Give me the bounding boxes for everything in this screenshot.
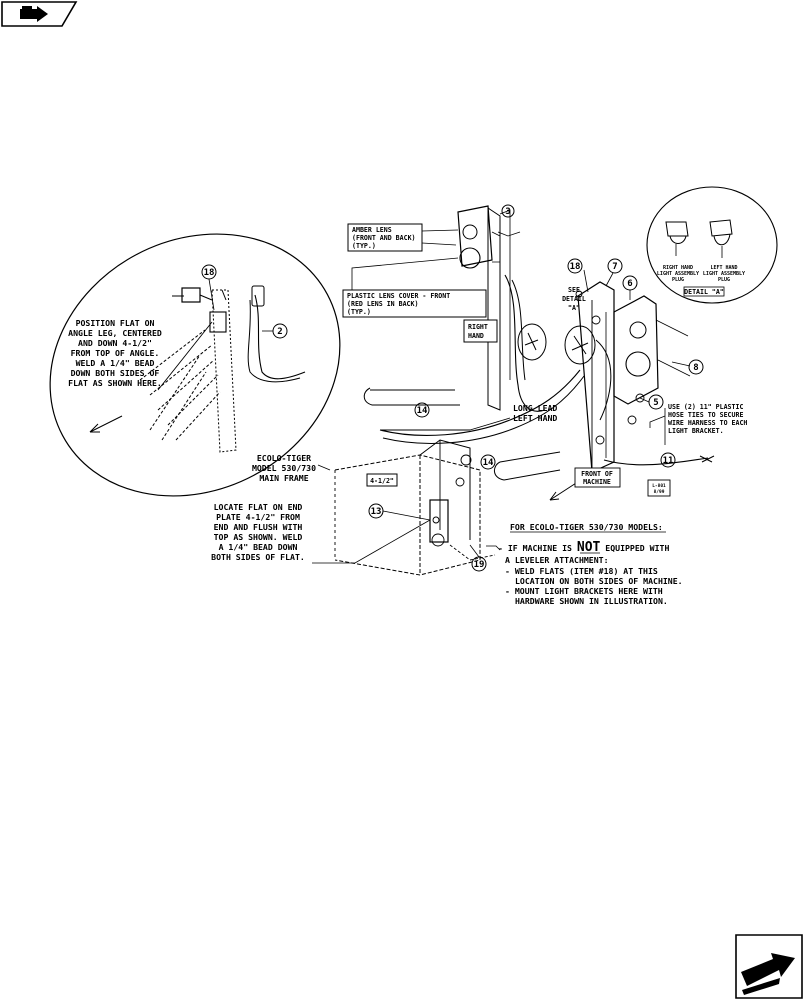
- callout-14-lower: 14: [483, 458, 494, 468]
- dimension-label: 4-1/2": [366, 473, 398, 487]
- svg-text:"A": "A": [568, 304, 580, 312]
- svg-text:FLAT AS SHOWN HERE.: FLAT AS SHOWN HERE.: [68, 378, 162, 388]
- main-frame: [312, 387, 561, 576]
- callout-18: 18: [570, 262, 581, 272]
- svg-text:A 1/4" BEAD DOWN: A 1/4" BEAD DOWN: [219, 542, 298, 552]
- callout-2: 2: [277, 327, 282, 337]
- svg-text:USE (2) 11" PLASTIC: USE (2) 11" PLASTIC: [668, 403, 743, 411]
- svg-text:A LEVELER ATTACHMENT:: A LEVELER ATTACHMENT:: [505, 555, 609, 565]
- svg-text:- MOUNT LIGHT BRACKETS HERE WI: - MOUNT LIGHT BRACKETS HERE WITH: [505, 586, 663, 596]
- svg-text:LIGHT ASSEMBLY: LIGHT ASSEMBLY: [703, 271, 745, 277]
- front-of-machine-label: FRONT OF MACHINE: [574, 467, 621, 488]
- detail-a-labels: RIGHT HAND LIGHT ASSEMBLY PLUG LEFT HAND…: [657, 265, 745, 297]
- long-lead-label: LONG LEAD LEFT HAND: [513, 403, 557, 423]
- svg-text:PLUG: PLUG: [718, 277, 730, 283]
- callout-5: 5: [653, 398, 658, 408]
- right-hand-label: RIGHT HAND: [463, 319, 498, 343]
- callout-3: 3: [505, 207, 510, 217]
- svg-text:(TYP.): (TYP.): [352, 242, 376, 250]
- svg-text:DETAIL: DETAIL: [562, 295, 586, 303]
- svg-text:RIGHT: RIGHT: [468, 323, 488, 331]
- svg-text:PLASTIC LENS COVER - FRONT: PLASTIC LENS COVER - FRONT: [347, 292, 450, 300]
- svg-text:LOCATION ON BOTH SIDES OF MACH: LOCATION ON BOTH SIDES OF MACHINE.: [515, 576, 683, 586]
- position-flat-note: POSITION FLAT ON ANGLE LEG, CENTERED AND…: [68, 318, 162, 388]
- svg-text:LEFT HAND: LEFT HAND: [513, 413, 557, 423]
- callout-14-upper: 14: [417, 406, 428, 416]
- callout-19: 19: [474, 560, 485, 570]
- svg-text:RIGHT HAND: RIGHT HAND: [663, 265, 693, 271]
- svg-text:HAND: HAND: [468, 332, 484, 340]
- svg-text:LOCATE FLAT ON END: LOCATE FLAT ON END: [214, 502, 303, 512]
- svg-text:LIGHT ASSEMBLY: LIGHT ASSEMBLY: [657, 271, 699, 277]
- svg-text:L-801: L-801: [652, 483, 666, 489]
- svg-text:PLUG: PLUG: [672, 277, 684, 283]
- svg-text:DETAIL "A": DETAIL "A": [684, 288, 724, 296]
- detail-a-oval: [646, 186, 778, 304]
- locate-flat-note: LOCATE FLAT ON END PLATE 4-1/2" FROM END…: [211, 502, 305, 562]
- amber-lens-label: AMBER LENS (FRONT AND BACK) (TYP.): [347, 223, 423, 252]
- svg-text:POSITION FLAT ON: POSITION FLAT ON: [76, 318, 155, 328]
- svg-text:DOWN BOTH SIDES OF: DOWN BOTH SIDES OF: [71, 368, 160, 378]
- svg-text:- WELD FLATS (ITEM #18) AT THI: - WELD FLATS (ITEM #18) AT THIS: [505, 566, 658, 576]
- svg-text:- IF MACHINE IS NOT EQUIPPED W: - IF MACHINE IS NOT EQUIPPED WITH: [498, 540, 669, 555]
- right-hand-light-assembly: [351, 204, 547, 431]
- weld-detail-oval: [49, 233, 341, 497]
- svg-text:FOR ECOLO-TIGER 530/730 MODELS: FOR ECOLO-TIGER 530/730 MODELS:: [510, 522, 663, 532]
- svg-text:(FRONT AND BACK): (FRONT AND BACK): [352, 234, 416, 242]
- svg-text:(RED LENS IN BACK): (RED LENS IN BACK): [347, 300, 418, 308]
- svg-text:TOP AS SHOWN. WELD: TOP AS SHOWN. WELD: [214, 532, 303, 542]
- next-page-icon[interactable]: [735, 934, 803, 999]
- svg-text:LEFT HAND: LEFT HAND: [710, 265, 737, 271]
- svg-text:HARDWARE SHOWN IN ILLUSTRATION: HARDWARE SHOWN IN ILLUSTRATION.: [515, 596, 668, 606]
- svg-text:AND DOWN 4-1/2": AND DOWN 4-1/2": [78, 338, 152, 348]
- callout-7: 7: [612, 262, 617, 272]
- svg-text:4-1/2": 4-1/2": [370, 477, 394, 485]
- callout-13: 13: [371, 507, 382, 517]
- plastic-ties-note: USE (2) 11" PLASTIC HOSE TIES TO SECURE …: [664, 403, 747, 445]
- svg-text:MODEL 530/730: MODEL 530/730: [252, 463, 316, 473]
- left-hand-light-assembly: [379, 269, 715, 501]
- svg-text:WELD A 1/4" BEAD: WELD A 1/4" BEAD: [76, 358, 155, 368]
- see-detail-label: SEE DETAIL "A": [562, 286, 586, 312]
- svg-text:ANGLE LEG, CENTERED: ANGLE LEG, CENTERED: [68, 328, 162, 338]
- svg-text:BOTH SIDES OF FLAT.: BOTH SIDES OF FLAT.: [211, 552, 305, 562]
- svg-text:ECOLO-TIGER: ECOLO-TIGER: [257, 453, 311, 463]
- callout-8: 8: [693, 363, 698, 373]
- svg-text:MAIN FRAME: MAIN FRAME: [259, 473, 308, 483]
- back-page-icon[interactable]: [1, 1, 78, 27]
- ecolo-frame-label: ECOLO-TIGER MODEL 530/730 MAIN FRAME: [252, 453, 316, 483]
- svg-text:SEE: SEE: [568, 286, 580, 294]
- svg-text:MACHINE: MACHINE: [583, 478, 611, 486]
- plastic-lens-label: PLASTIC LENS COVER - FRONT (RED LENS IN …: [342, 289, 487, 318]
- callout-6: 6: [627, 279, 632, 289]
- svg-text:FROM TOP OF ANGLE.: FROM TOP OF ANGLE.: [71, 348, 160, 358]
- callout-11: 11: [663, 456, 674, 466]
- svg-text:FRONT OF: FRONT OF: [581, 470, 613, 478]
- svg-text:LONG LEAD: LONG LEAD: [513, 403, 557, 413]
- svg-text:END AND FLUSH WITH: END AND FLUSH WITH: [214, 522, 303, 532]
- callout-18-oval: 18: [204, 268, 215, 278]
- svg-text:AMBER LENS: AMBER LENS: [352, 226, 392, 234]
- svg-text:(TYP.): (TYP.): [347, 308, 371, 316]
- drawing-stamp: L-801 8/99: [647, 479, 671, 497]
- svg-text:LIGHT BRACKET.: LIGHT BRACKET.: [668, 427, 724, 435]
- svg-text:PLATE 4-1/2" FROM: PLATE 4-1/2" FROM: [216, 512, 300, 522]
- svg-text:HOSE TIES TO SECURE: HOSE TIES TO SECURE: [668, 411, 743, 419]
- models-note: FOR ECOLO-TIGER 530/730 MODELS: - IF MAC…: [498, 522, 683, 606]
- svg-text:WIRE HARNESS TO EACH: WIRE HARNESS TO EACH: [668, 419, 747, 427]
- svg-text:8/99: 8/99: [654, 489, 665, 495]
